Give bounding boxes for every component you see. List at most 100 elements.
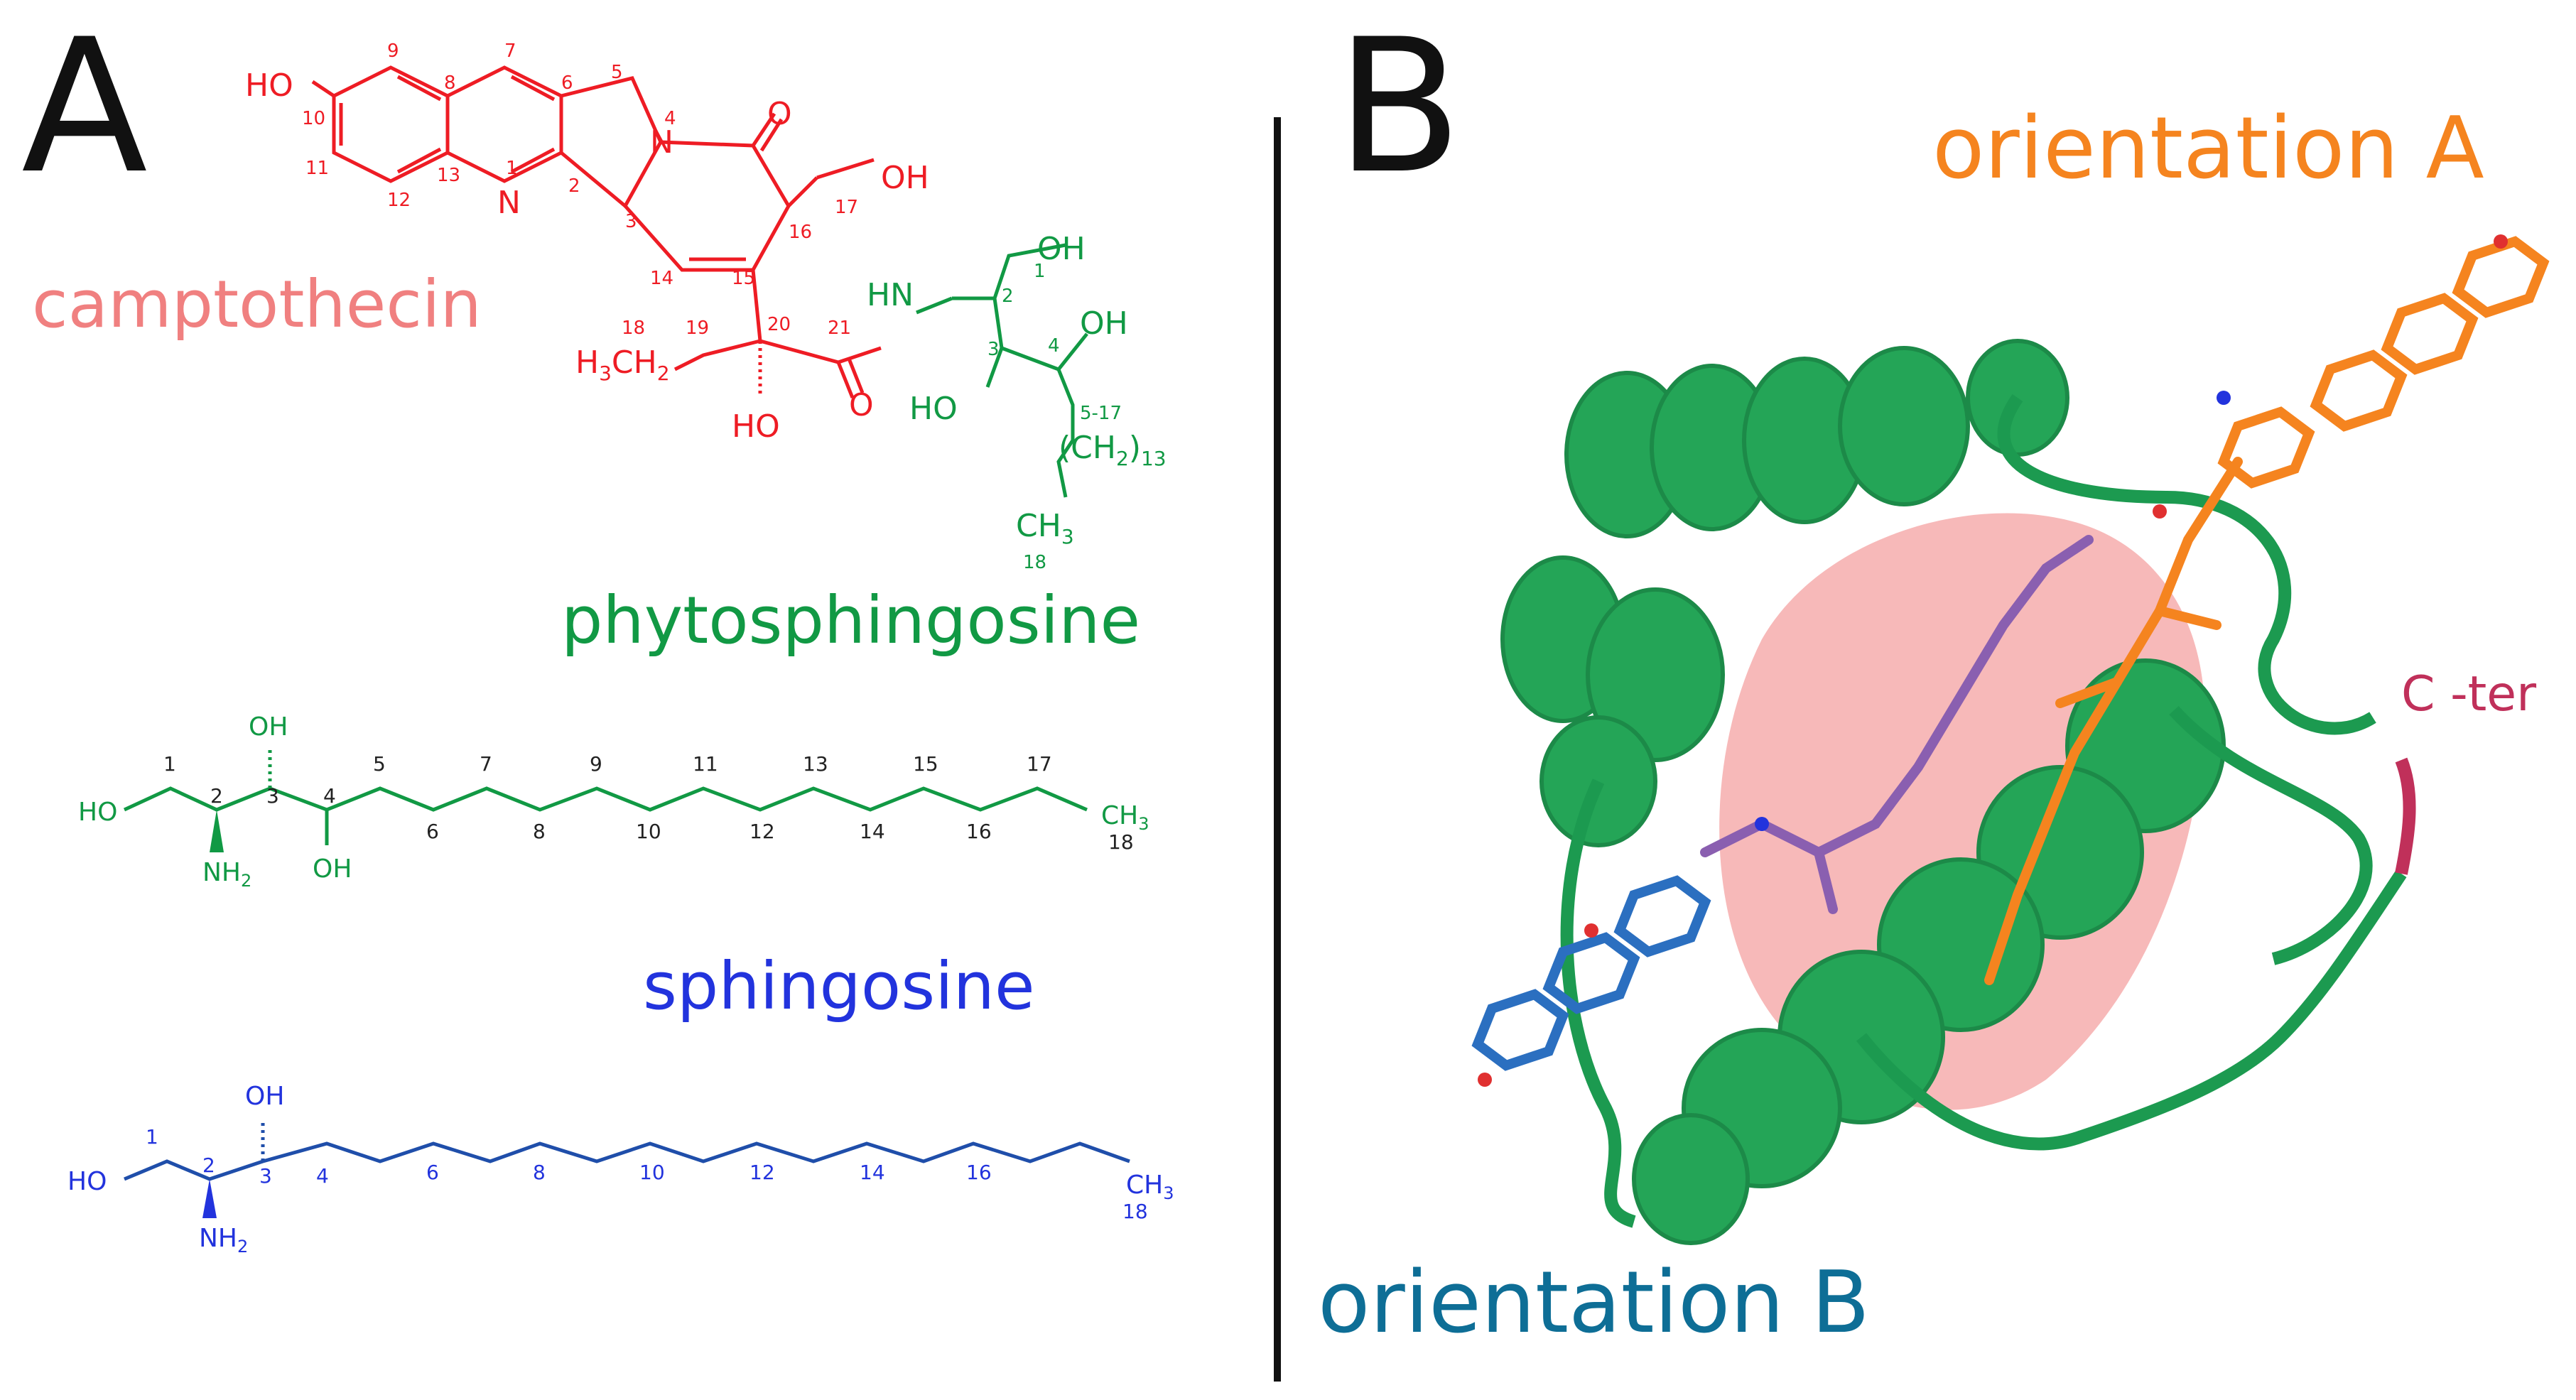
- atom-oh-17: OH: [881, 160, 929, 196]
- atom-ho-10: HO: [245, 67, 293, 104]
- phyto-chain-ho: HO: [78, 798, 117, 827]
- sphingo-num-14: 14: [860, 1161, 885, 1184]
- cpt-num-4: 4: [664, 108, 676, 129]
- phyto-chain-num-10: 10: [636, 820, 661, 843]
- phyto-chain-num-2: 2: [210, 784, 223, 808]
- cpt-num-17: 17: [835, 197, 858, 218]
- atom-o-21: O: [849, 387, 874, 423]
- phyto-chain-num-14: 14: [860, 820, 885, 843]
- loop-right: [2169, 705, 2373, 965]
- label-sphingosine: sphingosine: [643, 948, 1035, 1024]
- cpt-num-21: 21: [828, 318, 851, 339]
- ligand-orientation-a: [1984, 236, 2550, 985]
- sphingosine-numbering: 1 2 3 4 6 8 10 12 14 16 18: [146, 1125, 1148, 1223]
- label-phytosphingosine: phytosphingosine: [561, 582, 1140, 658]
- phytosphingosine-structure: [916, 243, 1088, 498]
- phyto-chain-num-17: 17: [1027, 752, 1052, 776]
- cpt-num-14: 14: [650, 268, 673, 289]
- label-c-ter: C -ter: [2401, 666, 2536, 722]
- phyto-chain-num-15: 15: [913, 752, 938, 776]
- sphingosine-chain: [124, 1119, 1130, 1181]
- phytosphingosine-chain: [123, 746, 1088, 845]
- phyto-chain-num-12: 12: [749, 820, 775, 843]
- helix-top: [1564, 339, 2069, 538]
- label-camptothecin: camptothecin: [32, 266, 482, 342]
- cpt-num-15: 15: [732, 268, 755, 289]
- cpt-num-19: 19: [686, 318, 709, 339]
- phyto-chain-num-4: 4: [323, 784, 336, 808]
- sphingo-num-4: 4: [316, 1164, 329, 1188]
- atom-n-1: N: [497, 185, 521, 221]
- phyto-num-3: 3: [987, 339, 1000, 360]
- phyto-num-2: 2: [1002, 286, 1014, 307]
- phyto-chain-nh2: NH2: [202, 858, 251, 891]
- sphingo-num-8: 8: [533, 1161, 546, 1184]
- atom-o-ketone: O: [767, 96, 792, 132]
- cpt-num-2: 2: [568, 175, 580, 197]
- phyto-atom-ho-3: HO: [909, 391, 958, 427]
- cpt-num-10: 10: [302, 108, 325, 129]
- sphingo-oh-3: OH: [245, 1082, 284, 1111]
- sphingo-num-3: 3: [259, 1164, 272, 1188]
- atom-h3c: H3CH2: [575, 344, 670, 385]
- cpt-num-11: 11: [305, 158, 329, 179]
- ligand-orientation-b-tail: [1700, 535, 2094, 914]
- panel-b-letter: B: [1336, 0, 1462, 215]
- sphingo-num-6: 6: [426, 1161, 439, 1184]
- cpt-num-16: 16: [789, 222, 812, 243]
- phyto-num-5-17: 5-17: [1080, 403, 1122, 424]
- cpt-num-1: 1: [506, 158, 518, 179]
- loop-c-ter: [2395, 757, 2416, 875]
- helix-left: [1500, 555, 1725, 847]
- sphingo-ho: HO: [67, 1167, 107, 1196]
- phyto-chain-num-3: 3: [266, 784, 279, 808]
- sphingo-wedge-nh2: [202, 1179, 217, 1218]
- cpt-num-6: 6: [561, 72, 573, 94]
- phyto-chain-num-1: 1: [163, 752, 176, 776]
- sphingo-num-1: 1: [146, 1125, 158, 1149]
- phyto-atom-oh-1: OH: [1037, 231, 1086, 267]
- phyto-atom-ch2: (CH2)13: [1059, 430, 1167, 470]
- phyto-num-1: 1: [1034, 261, 1046, 282]
- phyto-chain-num-18: 18: [1108, 830, 1134, 854]
- phyto-chain-num-13: 13: [803, 752, 828, 776]
- cpt-num-5: 5: [611, 62, 623, 83]
- camptothecin-structure: [311, 65, 882, 398]
- sphingosine-atoms: HO OH NH2 CH3: [67, 1082, 1174, 1257]
- loop-left-bottom: [1560, 778, 1636, 1228]
- atom-n-4: N: [650, 124, 673, 161]
- phyto-wedge-nh2: [210, 810, 224, 852]
- cpt-num-8: 8: [444, 72, 456, 94]
- phytosphingosine-numbering: 1 2 3 4 5-17 18: [987, 261, 1122, 573]
- camptothecin-numbering: 1 2 3 4 5 6 7 8 9 10 11 12 13 14 15 16 1…: [302, 40, 858, 339]
- sphingo-num-16: 16: [966, 1161, 992, 1184]
- cpt-num-20: 20: [767, 314, 791, 335]
- phyto-chain-numbering: 1 2 3 4 5 6 7 8 9 10 11 12 13 14 15 16 1…: [163, 752, 1134, 854]
- sphingo-num-12: 12: [749, 1161, 775, 1184]
- phyto-chain-num-5: 5: [373, 752, 386, 776]
- phyto-chain-num-9: 9: [590, 752, 602, 776]
- phyto-atom-oh-4: OH: [1080, 305, 1128, 342]
- phytosphingosine-atoms: HN OH OH HO (CH2)13 CH3: [867, 231, 1167, 548]
- sphingo-num-2: 2: [202, 1154, 215, 1177]
- loop-bottom: [1856, 870, 2407, 1151]
- sphingo-ch3: CH3: [1126, 1171, 1174, 1203]
- label-orientation-a: orientation A: [1932, 99, 2484, 198]
- phyto-chain-ch3: CH3: [1101, 801, 1149, 834]
- sphingo-num-18: 18: [1122, 1200, 1148, 1223]
- cpt-num-3: 3: [625, 211, 637, 232]
- phyto-chain-oh-4: OH: [313, 854, 352, 884]
- cpt-num-13: 13: [437, 165, 460, 186]
- phyto-chain-num-8: 8: [533, 820, 546, 843]
- cpt-num-12: 12: [387, 190, 411, 211]
- phyto-chain-num-11: 11: [693, 752, 718, 776]
- ligand-orientation-b-heteroatoms: [1478, 817, 1769, 1087]
- phyto-chain-oh-3: OH: [249, 712, 288, 742]
- sphingo-num-10: 10: [639, 1161, 665, 1184]
- cpt-num-7: 7: [504, 40, 516, 62]
- phyto-chain-atoms: HO OH NH2 OH CH3: [78, 712, 1149, 891]
- ligand-orientation-a-heteroatoms: [2153, 234, 2508, 519]
- label-orientation-b: orientation B: [1318, 1254, 1870, 1352]
- camptothecin-atoms: HO N N O OH O HO H3CH2: [245, 67, 929, 445]
